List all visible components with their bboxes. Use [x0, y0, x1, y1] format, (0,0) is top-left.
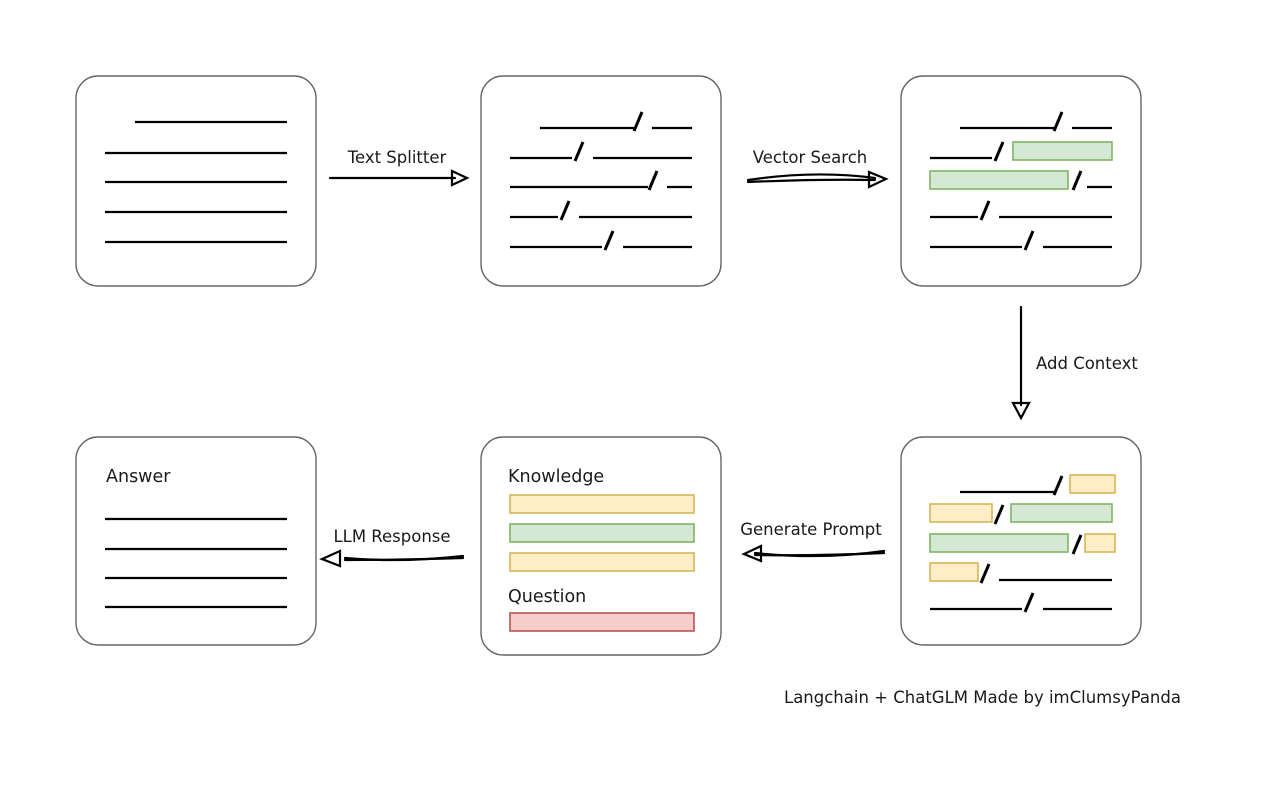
edge-llm-response-label: LLM Response: [333, 527, 450, 546]
split-document-lines: [510, 111, 692, 251]
matched-chunk-chip: [929, 170, 1069, 190]
separator-slash: [1071, 170, 1083, 191]
edge-vector-search: Vector Search: [746, 148, 889, 189]
edge-generate-prompt: Generate Prompt: [740, 520, 886, 563]
separator-slash: [1023, 592, 1035, 613]
context-chunk-chip: [929, 503, 993, 523]
separator-slash: [647, 170, 659, 191]
separator-slash: [1052, 475, 1064, 496]
arrow-head-icon: [1011, 401, 1031, 421]
separator-slash: [1052, 111, 1064, 132]
knowledge-chip: [509, 523, 695, 543]
edge-generate-prompt-label: Generate Prompt: [740, 520, 882, 539]
node-context-document[interactable]: [900, 436, 1142, 646]
matched-chunk-chip: [929, 533, 1069, 553]
arrow-head-icon: [867, 170, 889, 189]
arrow-head-icon: [450, 169, 470, 187]
edge-vector-search-label: Vector Search: [753, 148, 868, 167]
answer-lines: [105, 517, 287, 609]
node-prompt[interactable]: Knowledge Question: [480, 436, 722, 656]
source-document-lines: [105, 120, 287, 244]
node-source-document[interactable]: [75, 75, 317, 287]
separator-slash: [993, 504, 1005, 525]
separator-slash: [979, 200, 991, 221]
separator-slash: [993, 141, 1005, 162]
answer-title: Answer: [106, 467, 171, 487]
node-answer[interactable]: Answer: [75, 436, 317, 646]
vector-matched-document-lines: [929, 111, 1113, 251]
footer-credit: Langchain + ChatGLM Made by imClumsyPand…: [784, 688, 1181, 707]
context-chunk-chip: [929, 562, 979, 582]
matched-chunk-chip: [1010, 503, 1113, 523]
answer-box[interactable]: [75, 436, 317, 646]
arrow-shaft-secondary: [753, 551, 886, 557]
separator-slash: [1023, 230, 1035, 251]
arrow-head-icon: [319, 549, 342, 568]
matched-chunk-chip: [1012, 141, 1113, 161]
separator-slash: [559, 200, 571, 221]
separator-slash: [632, 111, 644, 132]
arrow-shaft-secondary: [746, 178, 877, 184]
arrow-head-icon: [741, 544, 763, 563]
knowledge-chip: [509, 494, 695, 514]
prompt-box[interactable]: [480, 436, 722, 656]
split-document-box[interactable]: [480, 75, 722, 287]
edge-text-splitter-label: Text Splitter: [347, 148, 447, 167]
node-split-document[interactable]: [480, 75, 722, 287]
separator-slash: [573, 141, 585, 162]
edge-llm-response: LLM Response: [319, 527, 465, 568]
edge-add-context: Add Context: [1011, 305, 1138, 421]
separator-slash: [603, 230, 615, 251]
edge-text-splitter: Text Splitter: [328, 148, 470, 187]
context-chunk-chip: [1069, 474, 1116, 494]
context-document-lines: [929, 474, 1116, 613]
knowledge-chip: [509, 552, 695, 572]
edge-add-context-label: Add Context: [1036, 354, 1138, 373]
question-label: Question: [508, 587, 586, 607]
arrow-shaft-secondary: [343, 556, 465, 562]
context-chunk-chip: [1084, 533, 1116, 553]
question-chip: [509, 612, 695, 632]
arrow-shaft: [746, 173, 877, 182]
node-vector-matched-document[interactable]: [900, 75, 1142, 287]
knowledge-label: Knowledge: [508, 467, 604, 487]
separator-slash: [1071, 534, 1083, 555]
separator-slash: [979, 563, 991, 584]
